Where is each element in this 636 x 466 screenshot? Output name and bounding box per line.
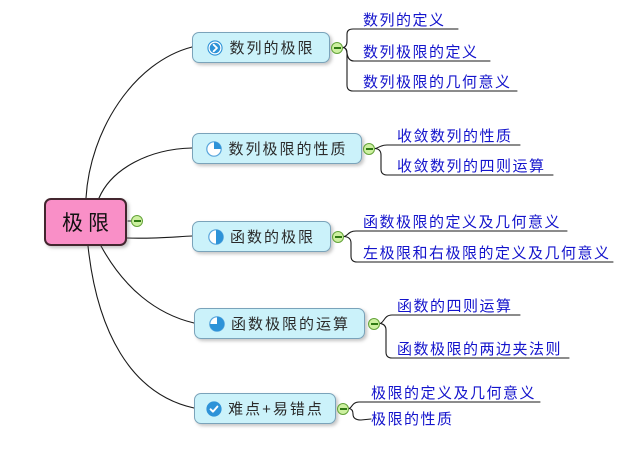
branch-topic-3[interactable]: 函数的极限	[192, 221, 331, 252]
branch-3-collapse-handle[interactable]	[332, 231, 344, 243]
connector-b4-leaf1	[379, 314, 521, 325]
leaf-topic[interactable]: 函数极限的两边夹法则	[397, 341, 563, 358]
leaf-topic[interactable]: 函数极限的定义及几何意义	[363, 214, 562, 231]
leaf-topic[interactable]: 数列极限的定义	[363, 44, 479, 61]
minus-icon	[334, 236, 342, 238]
connector-root-branch4	[100, 245, 195, 324]
task-three-quarters-icon	[209, 315, 225, 332]
branch-5-collapse-handle[interactable]	[337, 403, 349, 415]
connector-b1-leaf1	[342, 28, 459, 49]
root-topic[interactable]: 极限	[44, 198, 127, 246]
root-topic-label: 极限	[62, 212, 114, 235]
connector-root-branch2	[98, 147, 193, 199]
connector-b1-leaf3	[342, 46, 518, 92]
task-quarter-icon	[206, 140, 223, 157]
branch-topic-2-label: 数列极限的性质	[228, 141, 348, 158]
root-collapse-handle[interactable]	[131, 215, 143, 227]
branch-topic-3-label: 函数的极限	[229, 229, 315, 246]
branch-topic-5[interactable]: 难点+易错点	[194, 393, 336, 424]
connector-b2-leaf2	[374, 147, 554, 176]
branch-topic-4-label: 函数极限的运算	[230, 316, 350, 333]
connector-b5-leaf2	[348, 407, 372, 421]
minus-icon	[370, 323, 378, 325]
leaf-topic[interactable]: 收敛数列的四则运算	[397, 158, 546, 175]
leaf-topic[interactable]: 极限的定义及几何意义	[371, 385, 537, 402]
connector-root-branch3	[126, 235, 193, 239]
leaf-topic[interactable]: 数列的定义	[363, 12, 446, 29]
task-start-icon	[207, 39, 224, 56]
connector-b4-leaf2	[379, 322, 570, 359]
connector-b2-leaf1	[374, 144, 521, 150]
minus-icon	[365, 148, 373, 150]
branch-topic-1[interactable]: 数列的极限	[192, 32, 330, 63]
branch-1-collapse-handle[interactable]	[331, 42, 343, 54]
connector-b5-leaf1	[348, 401, 541, 410]
leaf-topic[interactable]: 左极限和右极限的定义及几何意义	[363, 245, 611, 262]
minus-icon	[333, 47, 341, 49]
leaf-topic[interactable]: 数列极限的几何意义	[363, 74, 512, 91]
branch-topic-2[interactable]: 数列极限的性质	[192, 133, 362, 164]
branch-topic-1-label: 数列的极限	[229, 40, 315, 57]
connector-root-branch5	[87, 245, 195, 409]
branch-topic-5-label: 难点+易错点	[228, 401, 324, 418]
leaf-topic[interactable]: 函数的四则运算	[397, 298, 513, 315]
task-half-icon	[208, 228, 224, 245]
connector-b3-leaf2	[343, 235, 614, 263]
task-done-icon	[206, 400, 222, 417]
leaf-topic[interactable]: 极限的性质	[371, 411, 454, 428]
branch-topic-4[interactable]: 函数极限的运算	[194, 308, 365, 339]
connector-root-branch1	[85, 46, 193, 199]
minus-icon	[339, 408, 347, 410]
connector-b3-leaf1	[343, 230, 568, 238]
leaf-topic[interactable]: 收敛数列的性质	[397, 128, 513, 145]
branch-4-collapse-handle[interactable]	[368, 318, 380, 330]
minus-icon	[133, 220, 141, 222]
branch-2-collapse-handle[interactable]	[363, 143, 375, 155]
